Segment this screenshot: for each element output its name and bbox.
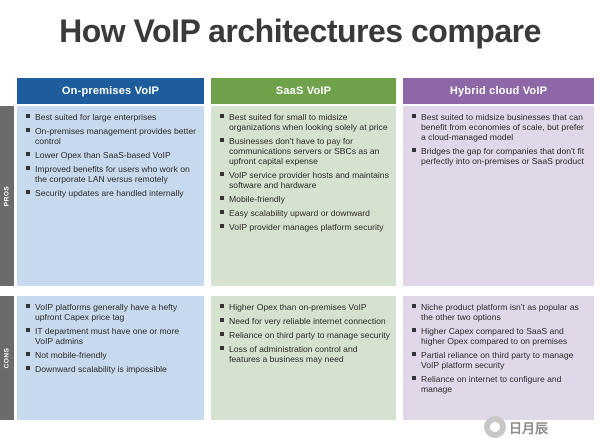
list-item: Easy scalability upward or downward	[219, 208, 390, 218]
column-header-saas: SaaS VoIP	[211, 78, 396, 104]
page-title: How VoIP architectures compare	[59, 13, 541, 49]
list-item: Higher Capex compared to SaaS and higher…	[411, 326, 588, 346]
cons-hybrid-list: Niche product platform isn't as popular …	[411, 302, 588, 394]
list-item: VoIP provider manages platform security	[219, 222, 390, 232]
list-item: Mobile-friendly	[219, 194, 390, 204]
list-item: Best suited for large enterprises	[25, 112, 198, 122]
list-item: Security updates are handled internally	[25, 188, 198, 198]
list-item: Higher Opex than on-premises VoIP	[219, 302, 390, 312]
list-item: On-premises management provides better c…	[25, 126, 198, 146]
row-label-cons: CONS	[0, 296, 14, 420]
watermark-text: 日月辰	[509, 420, 549, 436]
column-header-on-premises: On-premises VoIP	[17, 78, 204, 104]
list-item: Niche product platform isn't as popular …	[411, 302, 588, 322]
list-item: Best suited for small to midsize organiz…	[219, 112, 390, 132]
pros-hybrid-list: Best suited to midsize businesses that c…	[411, 112, 588, 166]
list-item: Bridges the gap for companies that don't…	[411, 146, 588, 166]
list-item: Best suited to midsize businesses that c…	[411, 112, 588, 142]
column-header-hybrid: Hybrid cloud VoIP	[403, 78, 594, 104]
pros-hybrid-cell: Best suited to midsize businesses that c…	[403, 106, 594, 286]
cons-hybrid-cell: Niche product platform isn't as popular …	[403, 296, 594, 420]
list-item: VoIP service provider hosts and maintain…	[219, 170, 390, 190]
watermark-logo-icon	[484, 416, 506, 438]
list-item: Not mobile-friendly	[25, 350, 198, 360]
pros-saas-list: Best suited for small to midsize organiz…	[219, 112, 390, 232]
cons-on-premises-cell: VoIP platforms generally have a hefty up…	[17, 296, 204, 420]
list-item: VoIP platforms generally have a hefty up…	[25, 302, 198, 322]
cons-saas-cell: Higher Opex than on-premises VoIP Need fo…	[211, 296, 396, 420]
row-label-pros: PROS	[0, 106, 14, 286]
list-item: Partial reliance on third party to manag…	[411, 350, 588, 370]
cons-saas-list: Higher Opex than on-premises VoIP Need fo…	[219, 302, 390, 364]
row-label-cons-text: CONS	[3, 347, 11, 369]
list-item: Need for very reliable internet connecti…	[219, 316, 390, 326]
list-item: Businesses don't have to pay for communi…	[219, 136, 390, 166]
list-item: Reliance on third party to manage securi…	[219, 330, 390, 340]
list-item: IT department must have one or more VoIP…	[25, 326, 198, 346]
row-label-pros-text: PROS	[3, 185, 11, 207]
pros-saas-cell: Best suited for small to midsize organiz…	[211, 106, 396, 286]
watermark: 日月辰	[484, 414, 594, 440]
list-item: Loss of administration control and featu…	[219, 344, 390, 364]
list-item: Reliance on internet to configure and ma…	[411, 374, 588, 394]
list-item: Improved benefits for users who work on …	[25, 164, 198, 184]
cons-on-premises-list: VoIP platforms generally have a hefty up…	[25, 302, 198, 374]
list-item: Downward scalability is impossible	[25, 364, 198, 374]
list-item: Lower Opex than SaaS-based VoIP	[25, 150, 198, 160]
